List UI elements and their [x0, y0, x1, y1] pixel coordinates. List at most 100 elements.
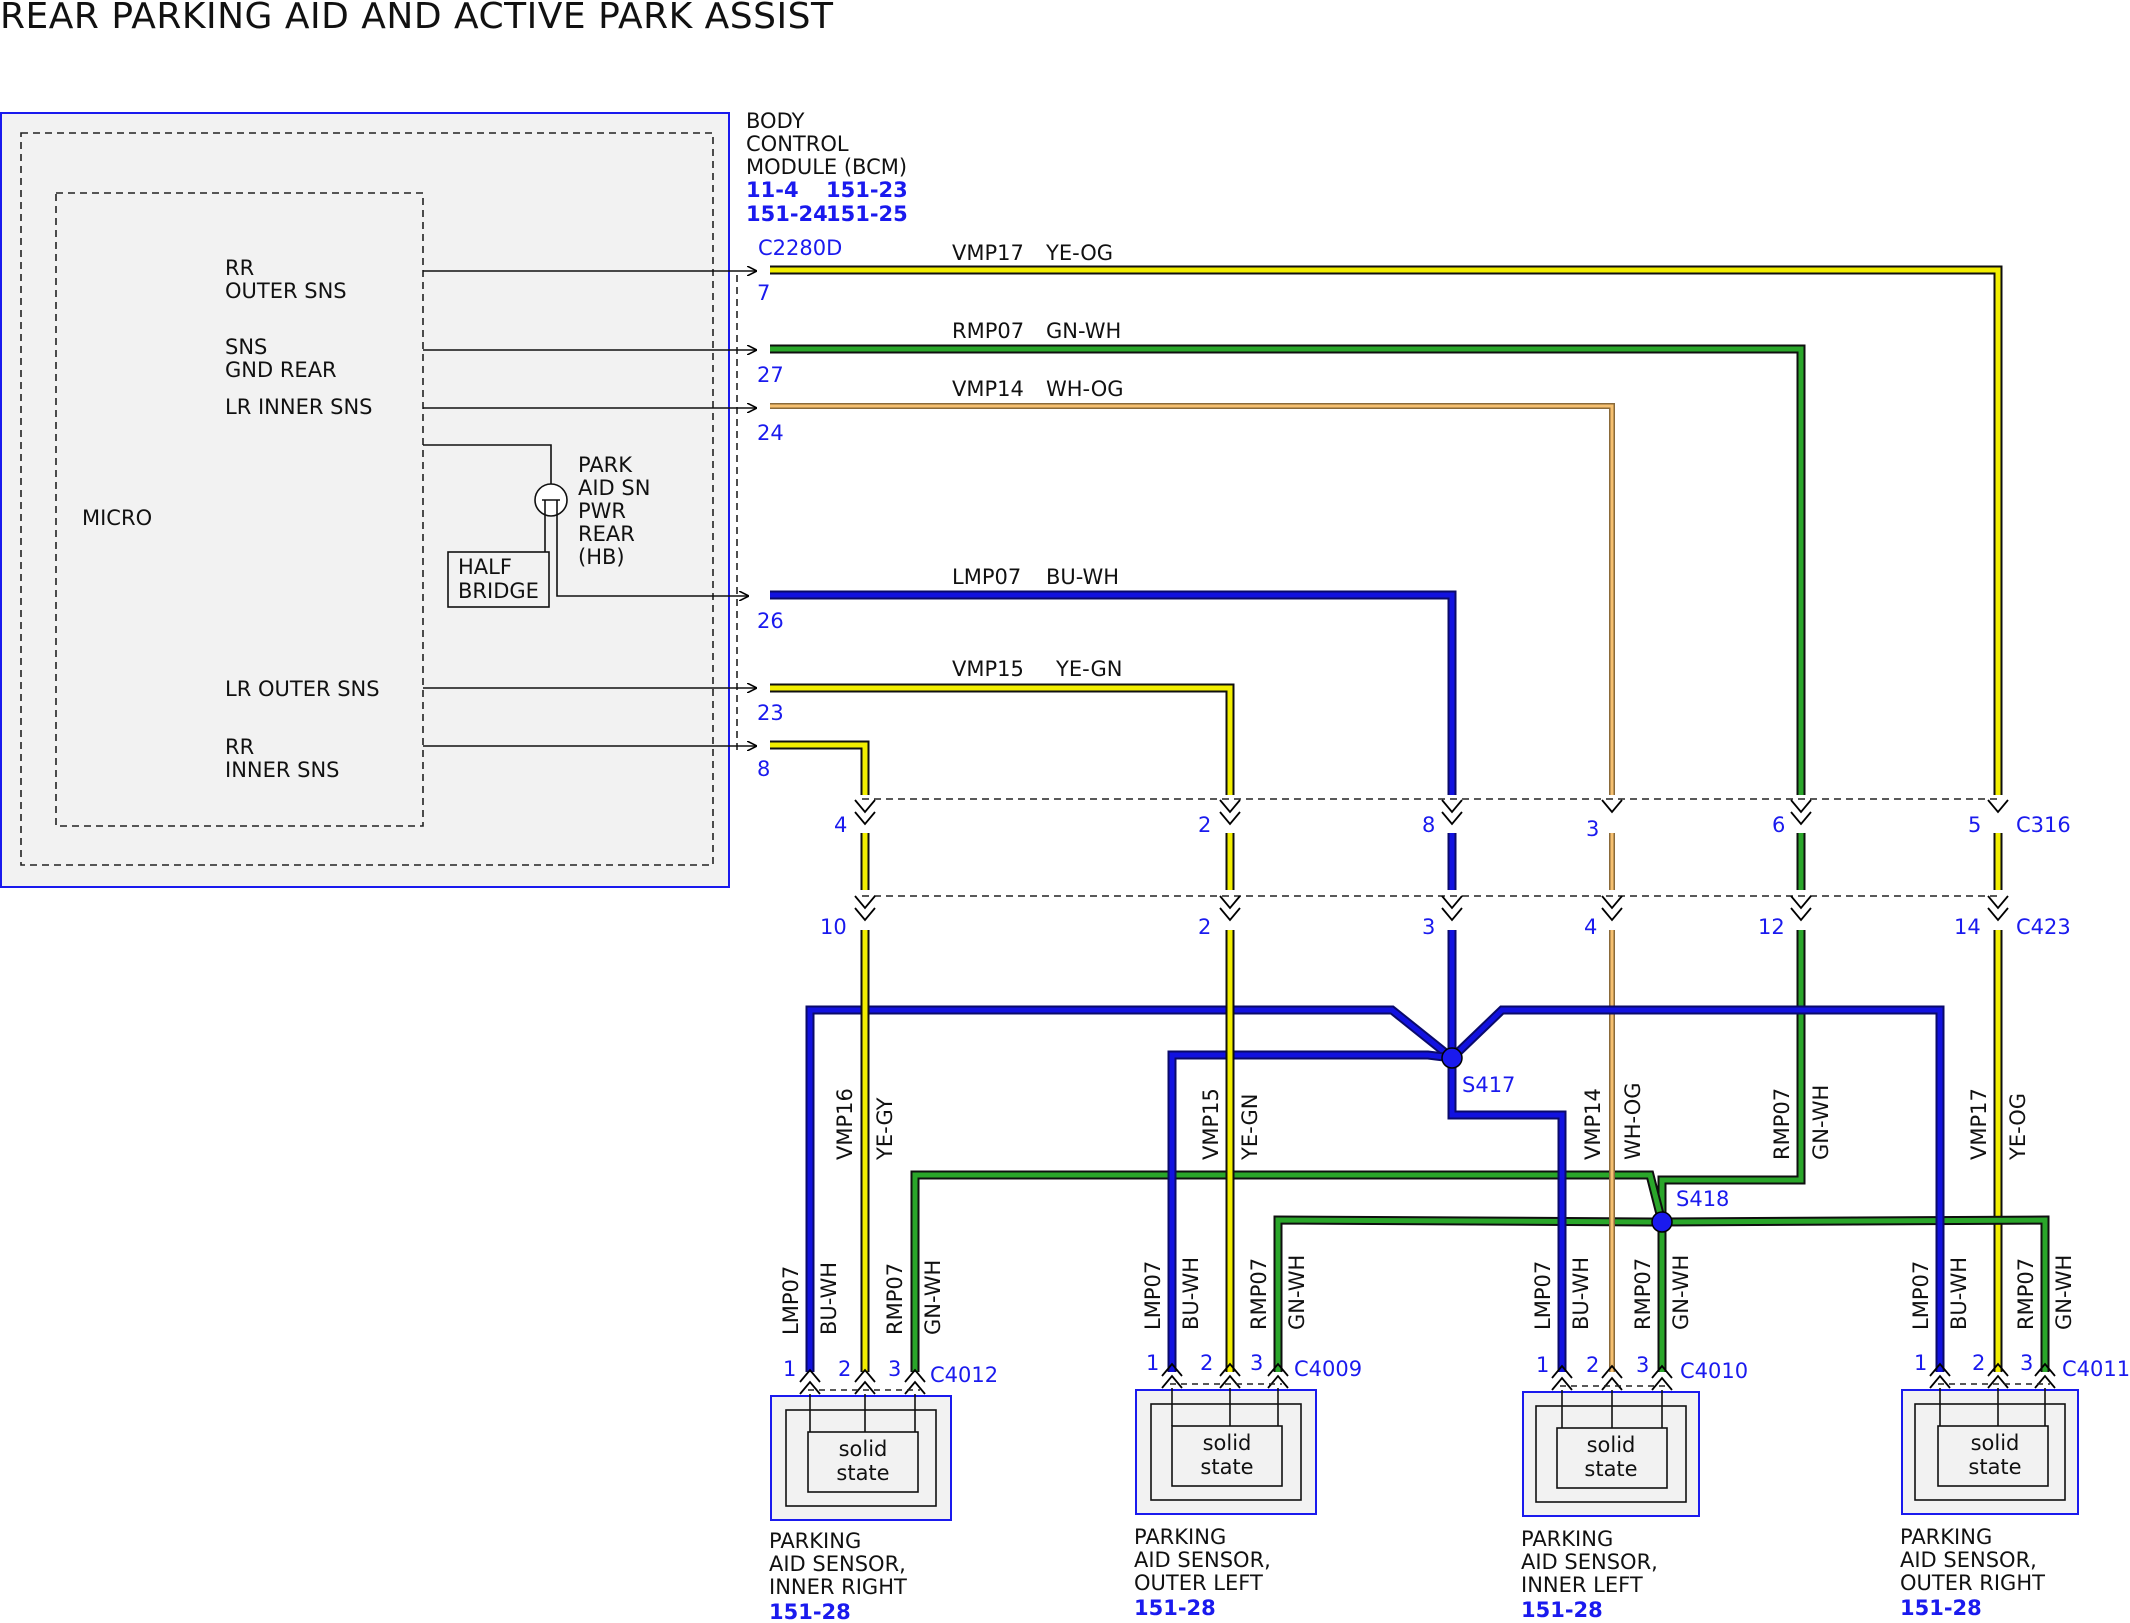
sensor-inner-label: state	[1584, 1457, 1637, 1481]
sensor-inner-label: solid	[839, 1437, 888, 1461]
connector-label-c4009: C4009	[1294, 1357, 1362, 1381]
sensor-pin: 3	[1250, 1351, 1263, 1375]
vertical-wire-label: VMP14	[1581, 1088, 1605, 1160]
wire-label-color: YE-OG	[1045, 241, 1113, 265]
sensor-name: AID SENSOR,	[1134, 1548, 1271, 1572]
c316-pin: 8	[1422, 813, 1435, 837]
branch-wire-label: BU-WH	[1569, 1257, 1593, 1330]
sensor-name: OUTER RIGHT	[1900, 1571, 2045, 1595]
wire-rmp07-branch-c4009[interactable]	[1273, 1215, 1663, 1372]
sensor-name: PARKING	[769, 1529, 861, 1553]
bcm-pin-number: 23	[757, 701, 784, 725]
c316-pin: 6	[1772, 813, 1785, 837]
vertical-wire-label: VMP17	[1967, 1088, 1991, 1160]
signal-label: RR	[225, 256, 254, 280]
sensor-inner-label: state	[836, 1461, 889, 1485]
sensor-pin: 3	[2020, 1351, 2033, 1375]
branch-wire-label: GN-WH	[1285, 1255, 1309, 1330]
wire-rmp07-branch-c4011[interactable]	[1661, 1215, 2050, 1372]
splice-s417[interactable]	[1441, 1047, 1463, 1069]
sensor-c4009: solid state 1 2 3 C4009 PARKING AID SENS…	[1134, 1351, 1362, 1620]
branch-wire-label: BU-WH	[1947, 1257, 1971, 1330]
vertical-wire-label: WH-OG	[1621, 1082, 1645, 1160]
c316-pin: 4	[834, 813, 847, 837]
sensor-pin: 2	[1972, 1351, 1985, 1375]
splice-label-s418: S418	[1676, 1187, 1729, 1211]
connector-label-c423: C423	[2016, 915, 2071, 939]
vertical-wire-label: YE-GN	[1238, 1094, 1262, 1161]
vertical-wire-label: YE-GY	[873, 1097, 897, 1161]
sensor-name: AID SENSOR,	[769, 1552, 906, 1576]
branch-wire-label: LMP07	[1909, 1261, 1933, 1330]
sensor-ref-link[interactable]: 151-28	[1134, 1596, 1216, 1620]
wire-lmp07[interactable]	[770, 590, 1457, 795]
c316-pin: 3	[1586, 817, 1599, 841]
splice-label-s417: S417	[1462, 1073, 1515, 1097]
sensor-pin: 3	[888, 1357, 901, 1381]
bcm-pin-number: 27	[757, 363, 784, 387]
signal-label: OUTER SNS	[225, 279, 347, 303]
micro-label: MICRO	[82, 506, 152, 530]
branch-wire-label: BU-WH	[817, 1262, 841, 1335]
sensor-ref-link[interactable]: 151-28	[1900, 1596, 1982, 1620]
half-bridge-box	[447, 551, 550, 608]
sensor-name: INNER LEFT	[1521, 1573, 1643, 1597]
park-aid-pwr-label: (HB)	[578, 545, 625, 569]
sensor-pin: 3	[1636, 1353, 1649, 1377]
park-aid-pwr-label: REAR	[578, 522, 635, 546]
signal-label: GND REAR	[225, 358, 337, 382]
sensor-inner-label: state	[1968, 1455, 2021, 1479]
sensor-pin: 1	[1536, 1353, 1549, 1377]
sensor-name: AID SENSOR,	[1521, 1550, 1658, 1574]
sensor-ref-link[interactable]: 151-28	[769, 1600, 851, 1623]
wire-harness	[770, 265, 2050, 1372]
c423-pin: 4	[1584, 915, 1597, 939]
sensor-name: AID SENSOR,	[1900, 1548, 2037, 1572]
sensor-c4012: solid state 1 2 3 C4012 PARKING AID SENS…	[769, 1357, 998, 1623]
sensor-name: INNER RIGHT	[769, 1575, 907, 1599]
vertical-wire-label: YE-OG	[2006, 1093, 2030, 1161]
branch-wire-label: LMP07	[1531, 1261, 1555, 1330]
bcm-ref-link[interactable]: 151-25	[826, 202, 908, 226]
signal-label: LR OUTER SNS	[225, 677, 380, 701]
sensor-ref-link[interactable]: 151-28	[1521, 1598, 1603, 1622]
wire-rmp07[interactable]	[770, 344, 1806, 795]
pwr-output-wire	[556, 515, 748, 596]
connector-label-c4011: C4011	[2062, 1357, 2130, 1381]
wire-label-circuit: VMP17	[952, 241, 1024, 265]
bcm-ref-link[interactable]: 11-4	[746, 178, 799, 202]
branch-wire-label: LMP07	[1141, 1261, 1165, 1330]
micro-dashed-box	[55, 192, 424, 827]
branch-wire-label: BU-WH	[1179, 1257, 1203, 1330]
sensor-pin: 2	[1200, 1351, 1213, 1375]
connector-label-c4012: C4012	[930, 1363, 998, 1387]
bcm-ref-link[interactable]: 151-23	[826, 178, 908, 202]
sensor-pin: 1	[1146, 1351, 1159, 1375]
half-bridge-label: HALF	[458, 555, 512, 579]
splice-s418[interactable]	[1651, 1211, 1673, 1233]
bcm-pin-number: 7	[757, 281, 770, 305]
bcm-name-line-1: BODY	[746, 109, 805, 133]
branch-wire-label: LMP07	[779, 1266, 803, 1335]
branch-wire-label: GN-WH	[921, 1260, 945, 1335]
connector-label-c2280d: C2280D	[758, 236, 842, 260]
bcm-pin-number: 24	[757, 421, 784, 445]
branch-wire-label: GN-WH	[2052, 1255, 2076, 1330]
wire-label-circuit: LMP07	[952, 565, 1021, 589]
park-aid-pwr-label: AID SN	[578, 476, 650, 500]
wire-vmp14[interactable]	[770, 403, 1615, 795]
c423-pin: 3	[1422, 915, 1435, 939]
branch-wire-label: RMP07	[883, 1263, 907, 1335]
wire-label-circuit: VMP15	[952, 657, 1024, 681]
pwr-feed-wire	[423, 444, 552, 484]
bcm-module-outline	[0, 112, 730, 888]
branch-wire-label: RMP07	[2014, 1258, 2038, 1330]
bcm-ref-link[interactable]: 151-24	[746, 202, 828, 226]
signal-label: INNER SNS	[225, 758, 340, 782]
wire-vmp16[interactable]	[770, 740, 870, 795]
sensor-pin: 1	[1914, 1351, 1927, 1375]
wire-rmp07-trunk[interactable]	[1657, 930, 1806, 1220]
c316-pin: 5	[1968, 813, 1981, 837]
branch-wire-label: RMP07	[1631, 1258, 1655, 1330]
